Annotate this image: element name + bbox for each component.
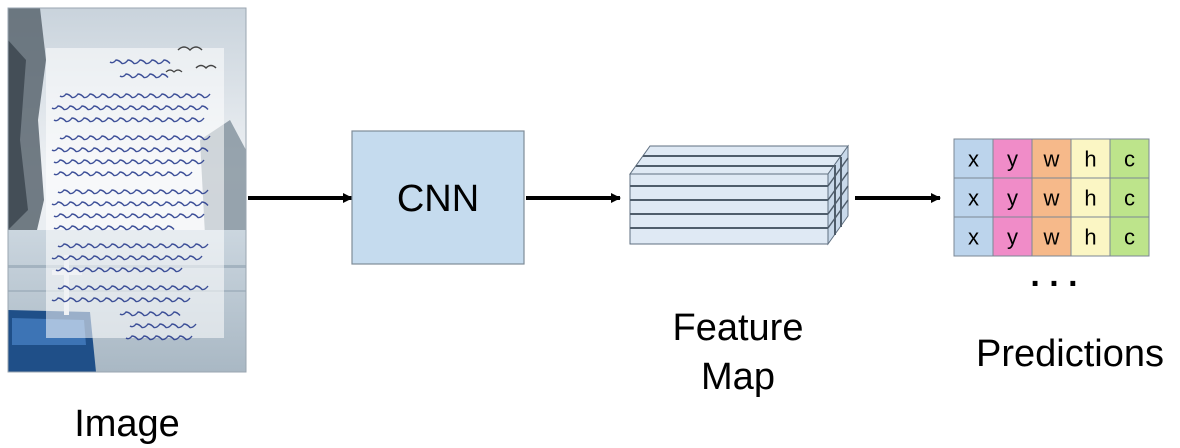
handwriting-stroke — [51, 297, 191, 303]
handwriting-stroke — [51, 201, 209, 207]
prediction-cell-y — [992, 216, 1033, 257]
handwriting-stroke — [59, 135, 211, 141]
handwriting-stroke — [53, 171, 193, 177]
handwriting-stroke — [51, 147, 209, 153]
prediction-cell-w — [1031, 216, 1072, 257]
prediction-cell-x — [953, 216, 994, 257]
handwriting-stroke — [51, 105, 209, 111]
prediction-cell-label-c: c — [1124, 186, 1135, 211]
handwriting-stroke — [59, 93, 211, 99]
handwriting-stroke — [109, 59, 171, 65]
image-label: Image — [74, 403, 180, 445]
cnn-box — [351, 130, 525, 265]
prediction-cell-label-h: h — [1084, 147, 1096, 172]
handwriting-stroke — [53, 117, 205, 123]
prediction-cell-label-h: h — [1084, 186, 1096, 211]
prediction-cell-c — [1109, 138, 1150, 179]
prediction-cell-label-c: c — [1124, 147, 1135, 172]
handwriting-stroke — [57, 243, 209, 249]
prediction-cell-h — [1070, 216, 1111, 257]
prediction-cell-label-c: c — [1124, 225, 1135, 250]
cnn-label: CNN — [397, 178, 479, 220]
predictions-label: Predictions — [976, 333, 1164, 375]
prediction-cell-y — [992, 138, 1033, 179]
handwriting-stroke — [53, 213, 205, 219]
handwriting-stroke — [57, 285, 209, 291]
prediction-cell-x — [953, 177, 994, 218]
prediction-cell-label-x: x — [968, 225, 979, 250]
prediction-cell-label-w: w — [1043, 186, 1060, 211]
prediction-cell-label-h: h — [1084, 225, 1096, 250]
handwriting-stroke — [57, 189, 209, 195]
handwriting-stroke — [53, 225, 175, 231]
feature-map-label-line2: Map — [701, 356, 775, 398]
prediction-cell-label-y: y — [1007, 147, 1018, 172]
handwriting-stroke — [129, 323, 197, 329]
input-image — [7, 7, 247, 373]
prediction-cell-label-x: x — [968, 147, 979, 172]
predictions-ellipsis: . . . — [1030, 256, 1077, 294]
handwriting-stroke — [119, 73, 169, 79]
prediction-cell-label-w: w — [1043, 225, 1060, 250]
prediction-cell-label-w: w — [1043, 147, 1060, 172]
prediction-cell-w — [1031, 138, 1072, 179]
prediction-cell-label-y: y — [1007, 186, 1018, 211]
feature-map-block — [629, 144, 849, 246]
prediction-cell-c — [1109, 216, 1150, 257]
prediction-cell-label-x: x — [968, 186, 979, 211]
handwriting-stroke — [53, 159, 205, 165]
prediction-cell-label-y: y — [1007, 225, 1018, 250]
handwriting-stroke — [119, 311, 181, 317]
feature-map-label-line1: Feature — [673, 307, 804, 349]
handwriting-stroke — [51, 255, 203, 261]
prediction-cell-w — [1031, 177, 1072, 218]
handwriting-stroke — [125, 335, 193, 341]
prediction-cell-c — [1109, 177, 1150, 218]
handwriting-stroke — [55, 267, 183, 273]
